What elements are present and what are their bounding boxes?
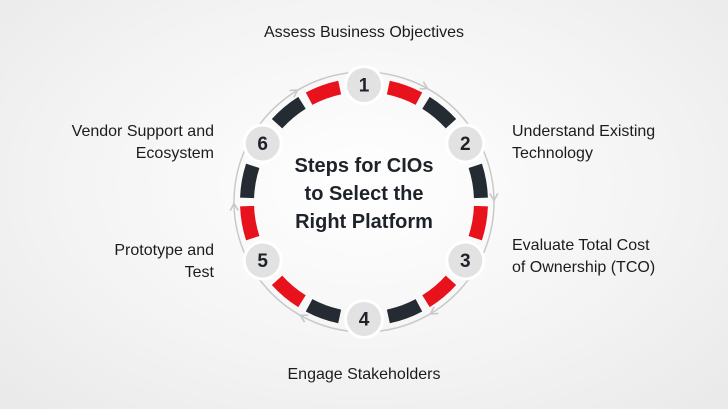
cycle-arrowhead-5: [229, 201, 239, 212]
step-1-node-fill: [347, 68, 381, 102]
ring-segments: [240, 80, 488, 324]
step-5-node: 5: [242, 240, 283, 281]
cycle-arrowhead-1: [419, 81, 430, 90]
step-2-label: Understand Existing Technology: [512, 123, 656, 162]
ring-segment-6-1: [271, 96, 306, 129]
step-6-label: Vendor Support and Ecosystem: [71, 123, 214, 162]
step-4-node-fill: [347, 302, 381, 336]
step-5-number: 5: [257, 251, 268, 272]
ring-segment-3-2: [386, 299, 423, 324]
cycle-arrowhead-6: [289, 89, 300, 98]
ring-segment-5-1: [240, 205, 260, 241]
cycle-arrowhead-3: [428, 306, 439, 315]
step-2-node: 2: [445, 123, 486, 164]
ring-segment-2-1: [468, 163, 488, 199]
ring-segment-5-2: [240, 163, 260, 199]
ring-segment-2-2: [468, 205, 488, 241]
step-3-number: 3: [460, 251, 471, 272]
step-3-label: Evaluate Total Cost of Ownership (TCO): [512, 237, 656, 276]
step-3-node-fill: [448, 243, 483, 278]
step-2-number: 2: [460, 134, 471, 155]
step-4-label: Engage Stakeholders: [287, 366, 441, 383]
step-1-label: Assess Business Objectives: [263, 24, 465, 41]
step-3-node: 3: [445, 240, 486, 281]
cycle-arrowhead-2: [489, 192, 499, 203]
step-6-number: 6: [257, 134, 268, 155]
step-6-node: 6: [242, 123, 283, 164]
ring-segment-4-1: [305, 299, 342, 324]
step-1-number: 1: [359, 76, 370, 97]
center-title: Steps for CIOs to Select the Right Platf…: [294, 155, 434, 233]
step-5-node-fill: [245, 243, 280, 278]
step-5-label: Prototype and Test: [114, 242, 214, 281]
step-nodes: 1 2 3 4 5 6: [242, 65, 486, 339]
step-1-node: 1: [344, 65, 384, 105]
cycle-arrowhead-4: [298, 314, 309, 323]
ring-segment-4-2: [271, 275, 306, 308]
ring-segment-6-2: [305, 80, 342, 105]
ring-segment-1-1: [386, 80, 423, 105]
step-6-node-fill: [245, 126, 280, 161]
ring-segment-3-1: [422, 275, 457, 308]
cycle-arrows: [229, 81, 499, 323]
ring-segment-1-2: [422, 96, 457, 129]
step-2-node-fill: [448, 126, 483, 161]
step-4-number: 4: [359, 310, 370, 331]
step-4-node: 4: [344, 299, 384, 339]
